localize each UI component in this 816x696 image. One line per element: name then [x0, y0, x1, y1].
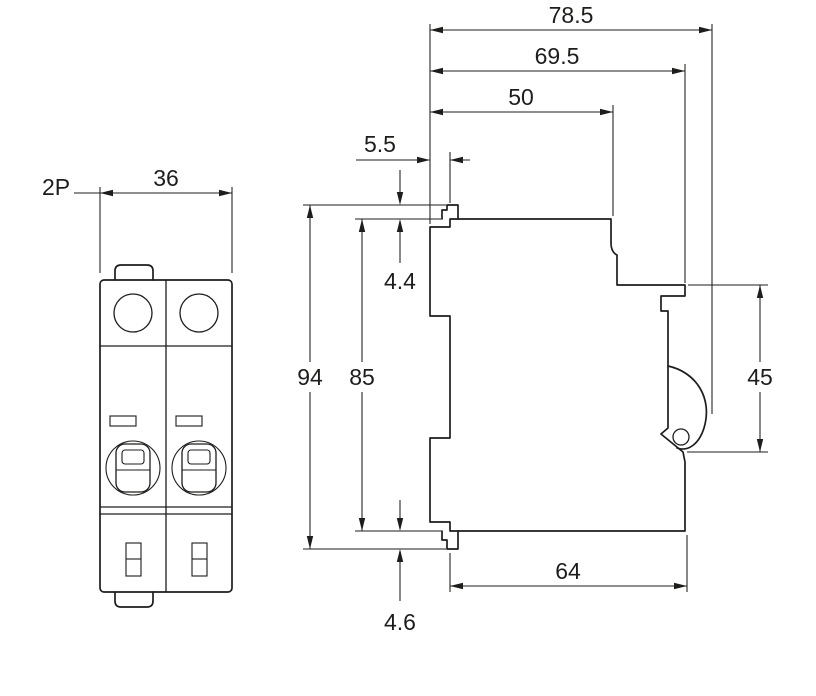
front-toggle-bezel-right — [171, 440, 227, 496]
dim-bottom-clip-height: 4.6 — [384, 609, 416, 635]
dim-top-clip-height: 4.4 — [384, 268, 416, 294]
front-view-dimensions: 2P 36 — [42, 165, 233, 273]
dim-body-height: 85 — [349, 364, 375, 390]
arrow-bottom-depth-left — [450, 582, 463, 590]
arrow-overall-top — [306, 205, 314, 218]
side-view — [429, 204, 708, 550]
label-bg-body-height — [344, 362, 380, 392]
front-toggle-handle-left — [115, 443, 151, 493]
dim-total-depth: 78.5 — [549, 2, 594, 28]
arrow-body-top — [358, 219, 366, 232]
side-body-outline — [429, 218, 686, 532]
dim-front-depth: 50 — [508, 84, 534, 110]
dim-rail-recess-height: 45 — [747, 364, 773, 390]
dim-rail-depth: 69.5 — [535, 43, 580, 69]
side-view-dimensions: 78.5 69.5 50 5.5 4.4 94 85 45 64 4.6 — [292, 2, 778, 635]
front-indicator-window-left — [109, 415, 137, 427]
arrow-recess-bottom — [756, 439, 764, 452]
dim-front-tab-depth: 5.5 — [364, 131, 396, 157]
arrow-top-clip-up — [396, 219, 404, 232]
front-view — [99, 264, 233, 608]
arrow-top-clip-down — [396, 192, 404, 205]
dim-overall-height: 94 — [297, 364, 323, 390]
dim-width-label: 36 — [153, 165, 179, 191]
arrow-front-depth-left — [430, 108, 443, 116]
arrow-bottom-clip-up — [396, 549, 404, 562]
dim-bottom-depth: 64 — [555, 558, 581, 584]
side-bottom-faceplate-clip — [441, 530, 459, 550]
arrow-total-depth-left — [430, 26, 443, 34]
arrow-bottom-clip-down — [396, 518, 404, 531]
front-top-mounting-tab — [114, 264, 154, 281]
arrow-body-bottom — [358, 518, 366, 531]
din-clip-pull-loop — [672, 428, 690, 446]
arrow-tab-right — [450, 156, 463, 164]
arrow-bottom-depth-right — [674, 582, 687, 590]
arrow-total-depth-right — [699, 26, 712, 34]
front-terminal-screw-left — [113, 293, 153, 333]
arrow-rail-depth-right — [672, 67, 685, 75]
front-terminal-screw-right — [179, 293, 219, 333]
din-rail-clip-lever — [667, 365, 708, 450]
label-bg-overall-height — [292, 362, 328, 392]
arrow-rail-depth-left — [430, 67, 443, 75]
dim-pole-label: 2P — [42, 174, 70, 200]
front-bottom-mounting-tab — [114, 591, 154, 608]
toggle-handle-inset-left — [121, 449, 145, 465]
arrow-front-depth-right — [600, 108, 613, 116]
arrow-width-right — [219, 189, 232, 197]
front-indicator-window-right — [175, 415, 203, 427]
arrow-overall-bottom — [306, 536, 314, 549]
toggle-handle-inset-right — [187, 449, 211, 465]
arrow-recess-top — [756, 285, 764, 298]
arrow-tab-left — [417, 156, 430, 164]
arrow-width-left — [100, 189, 113, 197]
front-toggle-bezel-left — [105, 440, 161, 496]
label-bg-recess-height — [742, 362, 778, 392]
front-toggle-handle-right — [181, 443, 217, 493]
side-top-faceplate-clip — [441, 204, 459, 220]
